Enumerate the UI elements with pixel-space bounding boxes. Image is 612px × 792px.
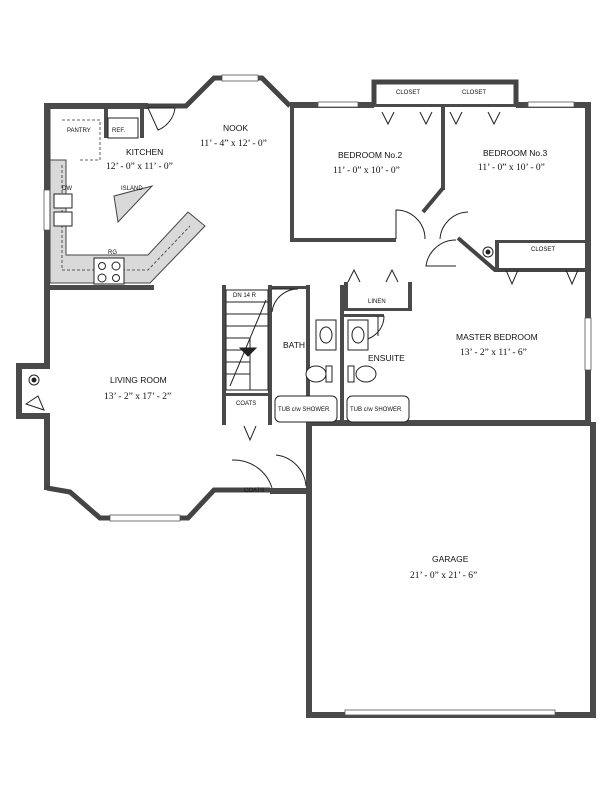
windows (43, 74, 592, 716)
nook-name: NOOK (223, 123, 248, 133)
closet-bed2-label: CLOSET (396, 90, 420, 96)
ref-label: REF. (112, 128, 125, 134)
master-name: MASTER BEDROOM (456, 332, 538, 342)
pantry-label: PANTRY (67, 128, 91, 134)
closet-master-label: CLOSET (531, 247, 555, 253)
closet-bed3-label: CLOSET (462, 90, 486, 96)
master-dims: 13’ - 2” x 11’ - 6” (460, 348, 527, 358)
island-label: ISLAND (121, 186, 143, 192)
garage-dims: 21’ - 0” x 21’ - 6” (410, 571, 477, 581)
nook-dims: 11’ - 4” x 12’ - 0” (200, 139, 267, 149)
bedroom3-name: BEDROOM No.3 (483, 148, 548, 158)
living-name: LIVING ROOM (110, 375, 167, 385)
dw-label: DW (62, 186, 72, 192)
stairs-label: DN 14 R (233, 293, 257, 299)
bath-name: BATH (283, 340, 305, 350)
ensuite-tub-label: TUB c/w SHOWER (350, 407, 402, 413)
coats-upper-label: COATS (236, 401, 256, 407)
interior-walls (44, 104, 591, 426)
rg-label: RG (108, 250, 117, 256)
coats-lower-label: COATS (244, 488, 264, 494)
kitchen-name: KITCHEN (126, 147, 163, 157)
bedroom2-name: BEDROOM No.2 (338, 150, 403, 160)
door-swings (147, 107, 579, 489)
fireplace (24, 246, 494, 411)
kitchen-dims: 12’ - 0” x 11’ - 0” (106, 162, 173, 172)
linen-label: LINEN (368, 299, 386, 305)
stairs (225, 289, 269, 391)
bath-fixtures (274, 319, 410, 423)
bath-tub-label: TUB c/w SHOWER (278, 407, 330, 413)
garage-name: GARAGE (432, 554, 469, 564)
labels: NOOK 11’ - 4” x 12’ - 0” KITCHEN 12’ - 0… (62, 90, 555, 581)
kitchen-fixtures (49, 109, 206, 285)
bedroom2-dims: 11’ - 0” x 10’ - 0” (333, 166, 400, 176)
ensuite-name: ENSUITE (368, 353, 405, 363)
living-dims: 13’ - 2” x 17’ - 2” (104, 392, 171, 402)
bedroom3-dims: 11’ - 0” x 10’ - 0” (478, 163, 545, 173)
